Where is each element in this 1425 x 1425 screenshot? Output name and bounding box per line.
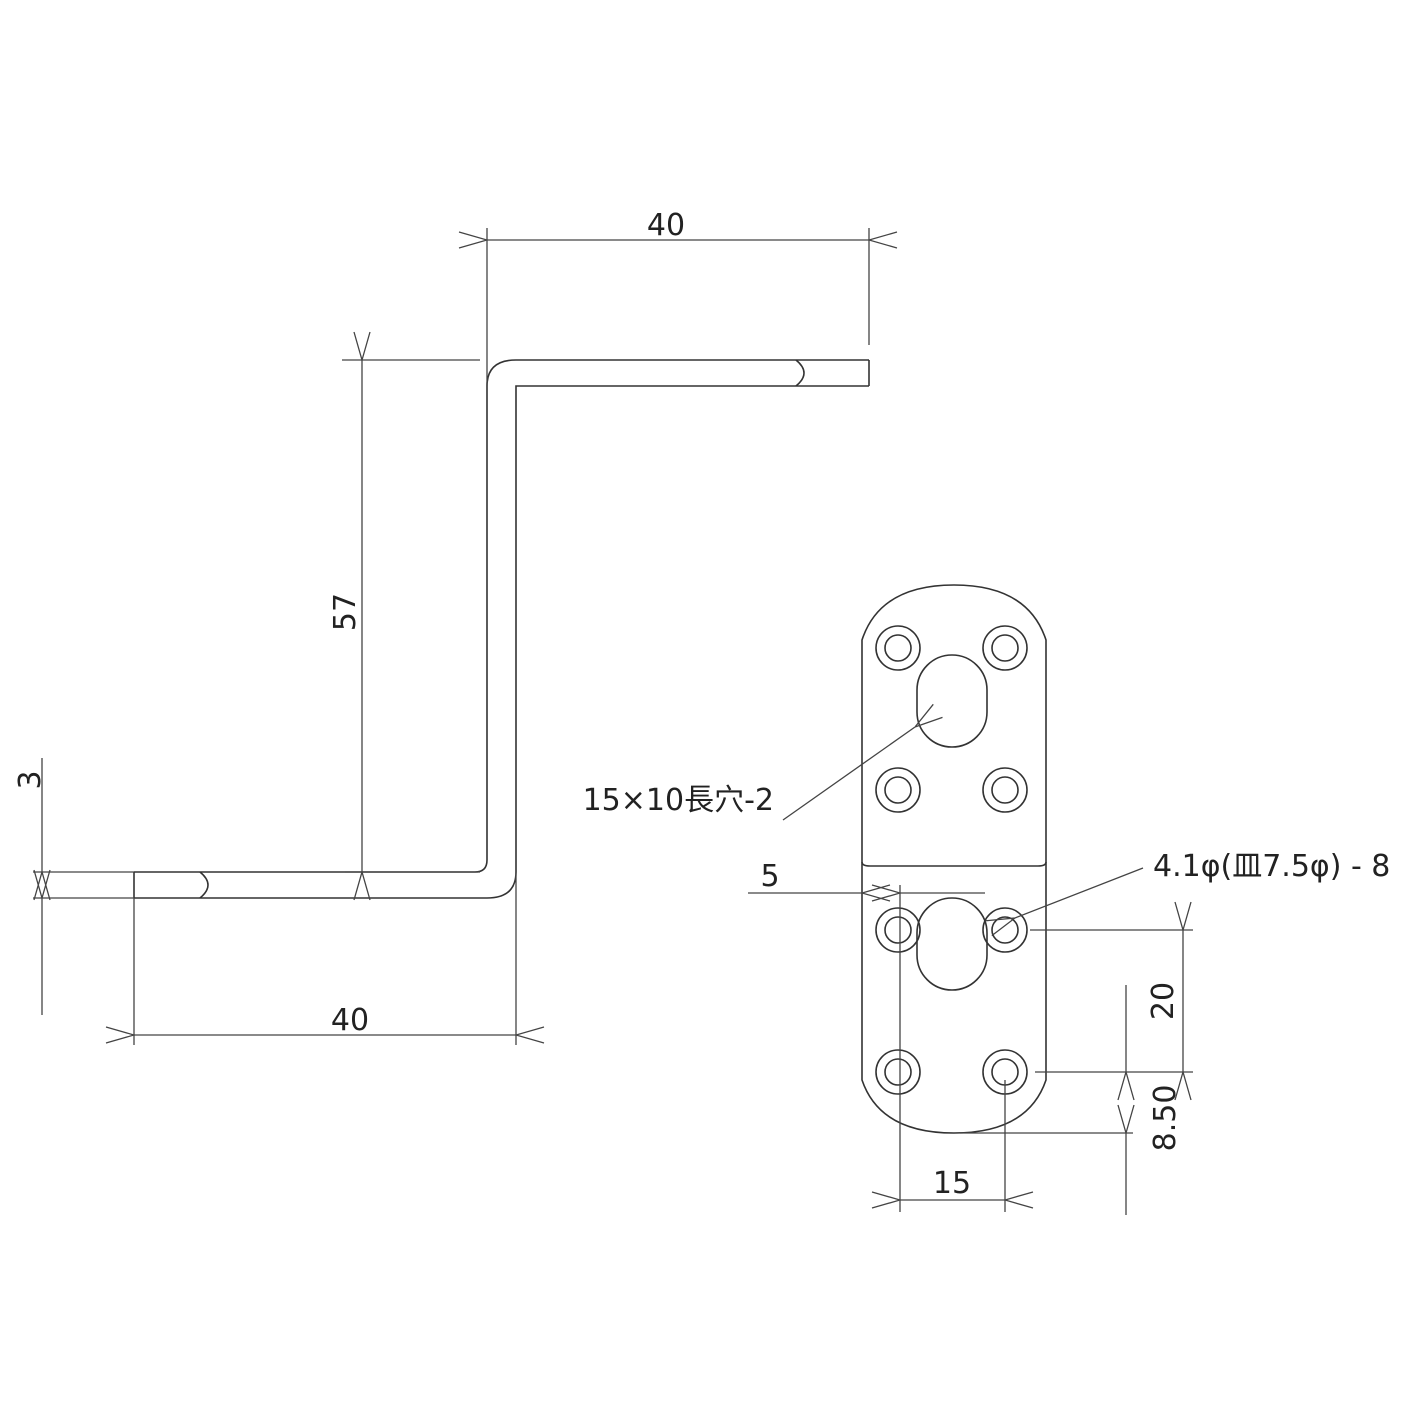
dimension-hole-pitch-vertical bbox=[1030, 930, 1193, 1072]
slot-top bbox=[916, 654, 988, 748]
hole-circle bbox=[991, 634, 1019, 662]
countersink-circle bbox=[982, 907, 1028, 953]
dim-top-width-label: 40 bbox=[647, 208, 685, 243]
hole-label: 4.1φ(皿7.5φ) - 8 bbox=[1153, 849, 1390, 884]
hole-circle bbox=[884, 634, 912, 662]
dimension-top-width bbox=[487, 228, 869, 386]
countersunk-holes bbox=[875, 625, 1028, 1095]
hole-circle bbox=[884, 776, 912, 804]
countersink-circle bbox=[875, 1049, 921, 1095]
countersink-circle bbox=[982, 625, 1028, 671]
dimension-hole-pitch-horizontal bbox=[900, 885, 1005, 1212]
leader-lines bbox=[782, 727, 1144, 918]
hole-circle bbox=[991, 776, 1019, 804]
countersink-circle bbox=[875, 907, 921, 953]
countersink-circle bbox=[875, 625, 921, 671]
slot-holes bbox=[916, 654, 988, 991]
dimension-bottom-width bbox=[134, 870, 516, 1045]
dim-height-label: 57 bbox=[328, 593, 363, 631]
dim-pitch-vertical-label: 20 bbox=[1146, 982, 1181, 1020]
dimension-end-distance bbox=[960, 985, 1133, 1215]
dim-thickness-label: 3 bbox=[13, 770, 48, 789]
dim-edge-label: 5 bbox=[760, 859, 779, 894]
countersink-circle bbox=[982, 767, 1028, 813]
plate-outline bbox=[861, 584, 1047, 1134]
slot-bottom bbox=[916, 897, 988, 991]
hole-circle bbox=[991, 916, 1019, 944]
countersink-circle bbox=[875, 767, 921, 813]
hole-circle bbox=[884, 916, 912, 944]
dim-bottom-width-label: 40 bbox=[331, 1003, 369, 1038]
slot-label: 15×10長穴-2 bbox=[583, 783, 774, 818]
dimension-height bbox=[342, 360, 480, 872]
dim-pitch-horizontal-label: 15 bbox=[933, 1166, 971, 1201]
dimension-thickness bbox=[33, 758, 134, 1015]
hole-circle bbox=[884, 1058, 912, 1086]
dim-end-distance-label: 8.50 bbox=[1148, 1085, 1183, 1152]
